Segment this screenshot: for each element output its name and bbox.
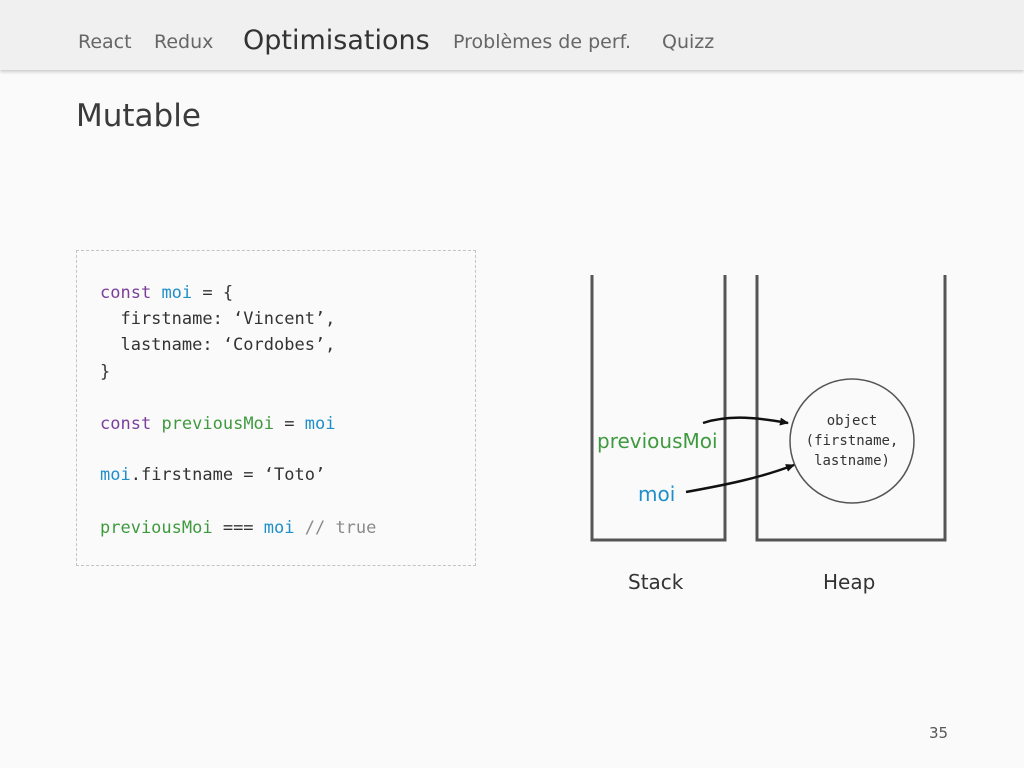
code-variable: previousMoi: [161, 414, 275, 434]
slide-title: Mutable: [76, 98, 201, 134]
stack-label: Stack: [628, 570, 684, 594]
code-variable: previousMoi: [100, 518, 213, 538]
code-variable: moi: [161, 283, 193, 303]
code-block: const moi = { firstname: ‘Vincent’, last…: [76, 250, 476, 566]
nav-item-redux[interactable]: Redux: [154, 31, 214, 53]
code-keyword: const: [100, 283, 152, 303]
code-text: = {: [192, 283, 234, 303]
code-line-5: const previousMoi = moi: [100, 414, 335, 434]
code-line-4: }: [100, 362, 111, 382]
code-line-3: lastname: ‘Cordobes’,: [100, 335, 336, 355]
top-navigation-bar: React Redux Optimisations Problèmes de p…: [0, 0, 1024, 70]
nav-item-quizz[interactable]: Quizz: [662, 31, 715, 53]
code-line-2: firstname: ‘Vincent’,: [100, 309, 336, 329]
heap-object-circle: [789, 378, 915, 504]
page-number: 35: [929, 724, 949, 742]
moi-reference-label: moi: [638, 482, 676, 506]
object-text-line-3: lastname): [814, 453, 890, 469]
nav-item-problemes-de-perf[interactable]: Problèmes de perf.: [453, 31, 632, 53]
code-variable: moi: [304, 414, 336, 434]
code-text: ===: [212, 518, 264, 538]
code-text: .firstname = ‘Toto’: [130, 465, 326, 485]
nav-item-optimisations[interactable]: Optimisations: [243, 25, 430, 56]
code-variable: moi: [100, 465, 131, 485]
heap-label: Heap: [823, 570, 876, 594]
object-text-line-1: object: [827, 413, 878, 429]
code-keyword: const: [100, 414, 152, 434]
code-text: =: [274, 414, 305, 434]
previous-moi-arrow: [702, 416, 789, 426]
code-line-6: moi.firstname = ‘Toto’: [100, 465, 325, 485]
code-variable: moi: [263, 518, 295, 538]
heap-container: [755, 275, 947, 542]
moi-arrow: [685, 463, 795, 494]
nav-item-react[interactable]: React: [78, 31, 132, 53]
code-line-1: const moi = {: [100, 283, 233, 303]
previous-moi-reference-label: previousMoi: [597, 429, 718, 453]
stack-container: [590, 275, 727, 542]
code-comment: // true: [294, 518, 377, 538]
object-text-line-2: (firstname,: [806, 433, 899, 449]
code-line-7: previousMoi === moi // true: [100, 518, 376, 538]
